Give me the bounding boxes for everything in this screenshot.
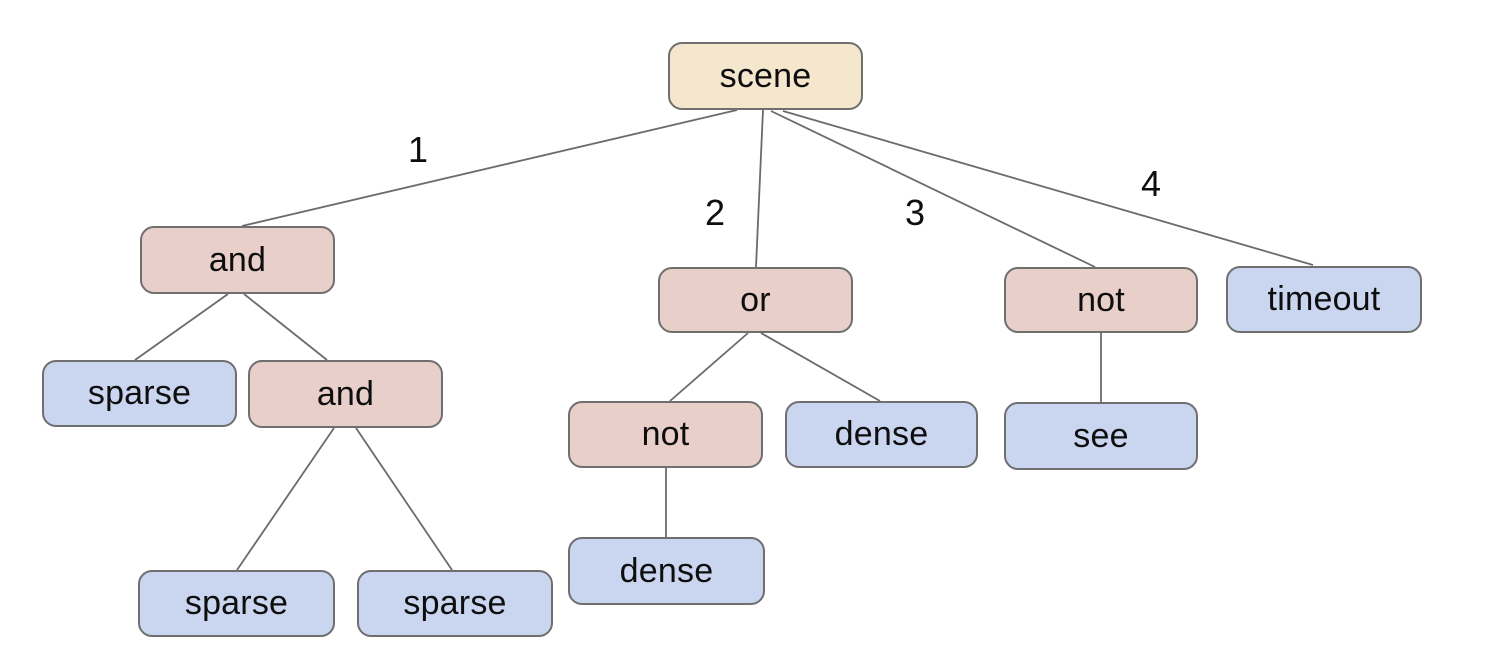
tree-node-scene: scene: [668, 42, 863, 110]
edge-label-1: 1: [407, 129, 429, 170]
tree-node-sparse4a: sparse: [138, 570, 335, 637]
tree-node-and2: and: [140, 226, 335, 294]
tree-edge-scene-not2: [770, 110, 1096, 268]
tree-node-see: see: [1004, 402, 1198, 470]
tree-edge-scene-or: [755, 109, 764, 268]
tree-node-dense4: dense: [568, 537, 765, 605]
tree-edge-or-not3: [669, 332, 749, 402]
tree-edge-and2-sparse3: [134, 293, 229, 361]
edge-label-4: 4: [1140, 163, 1162, 204]
tree-node-not2: not: [1004, 267, 1198, 333]
tree-node-or: or: [658, 267, 853, 333]
tree-edge-scene-timeout: [782, 110, 1314, 266]
tree-node-not3: not: [568, 401, 763, 468]
tree-edge-and3-sparse4a: [236, 427, 335, 571]
tree-edge-scene-and2: [241, 109, 738, 227]
tree-node-sparse3: sparse: [42, 360, 237, 427]
tree-edge-or-dense3: [760, 332, 881, 402]
tree-edge-and3-sparse4b: [355, 427, 453, 571]
edge-label-2: 2: [704, 192, 726, 233]
tree-edge-and2-and3: [243, 293, 328, 361]
tree-node-timeout: timeout: [1226, 266, 1422, 333]
edge-label-3: 3: [904, 192, 926, 233]
tree-node-and3: and: [248, 360, 443, 428]
tree-node-dense3: dense: [785, 401, 978, 468]
tree-node-sparse4b: sparse: [357, 570, 553, 637]
